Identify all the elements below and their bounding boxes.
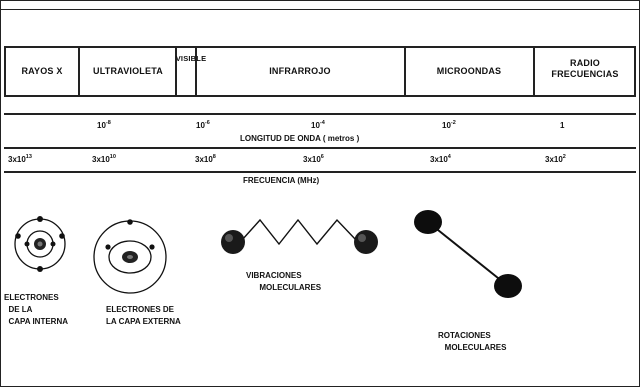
molecular-vibration-illustration xyxy=(221,220,378,254)
inner-electron-atom-illustration xyxy=(15,216,65,272)
caption-inner-electrons: ELECTRONES DE LA CAPA INTERNA xyxy=(4,292,68,328)
outer-electron-atom-illustration xyxy=(94,219,166,293)
caption-rotations: ROTACIONES MOLECULARES xyxy=(438,330,506,354)
caption-outer-electrons: ELECTRONES DE LA CAPA EXTERNA xyxy=(106,304,181,328)
caption-vibrations: VIBRACIONES MOLECULARES xyxy=(246,270,321,294)
molecular-rotation-illustration xyxy=(414,210,522,298)
